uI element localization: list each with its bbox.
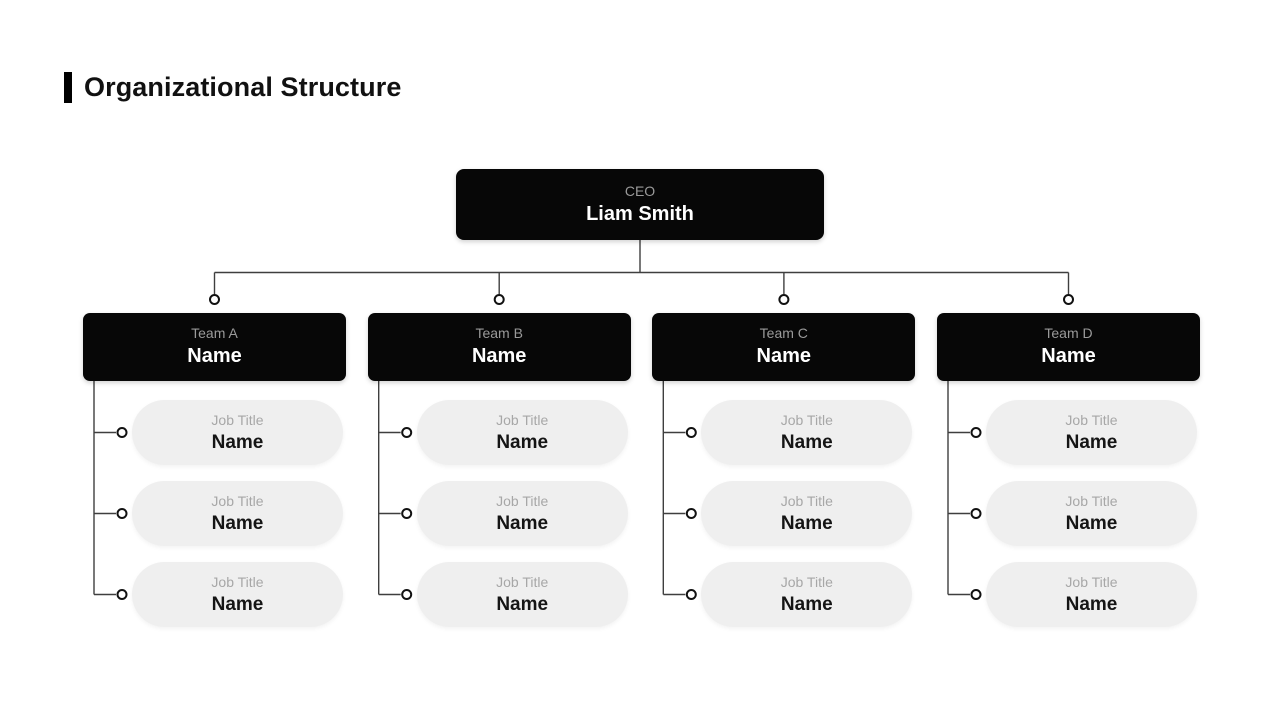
team-b-member-1: Job Title Name bbox=[416, 400, 628, 465]
member-name: Name bbox=[780, 512, 833, 534]
member-job-title: Job Title bbox=[780, 411, 833, 428]
team-c-member-2: Job Title Name bbox=[701, 481, 913, 546]
team-c-member-1: Job Title Name bbox=[701, 400, 913, 465]
team-d-name: Name bbox=[1041, 345, 1096, 367]
team-c-label: Team C bbox=[759, 325, 808, 341]
team-a-node: Team A Name bbox=[83, 313, 346, 381]
team-c-member-3: Job Title Name bbox=[701, 562, 913, 627]
team-b-label: Team B bbox=[475, 325, 523, 341]
team-d-member-3: Job Title Name bbox=[986, 562, 1197, 627]
member-name: Name bbox=[211, 593, 264, 615]
team-d-label: Team D bbox=[1044, 325, 1093, 341]
member-job-title: Job Title bbox=[780, 573, 833, 590]
page-title: Organizational Structure bbox=[84, 72, 402, 102]
member-name: Name bbox=[780, 431, 833, 453]
member-name: Name bbox=[1065, 431, 1118, 453]
member-name: Name bbox=[211, 512, 264, 534]
team-a-name: Name bbox=[187, 345, 242, 367]
team-d-member-1: Job Title Name bbox=[986, 400, 1197, 465]
member-job-title: Job Title bbox=[211, 411, 264, 428]
team-a-label: Team A bbox=[191, 325, 238, 341]
member-job-title: Job Title bbox=[496, 492, 549, 509]
member-job-title: Job Title bbox=[211, 492, 264, 509]
team-d-node: Team D Name bbox=[937, 313, 1200, 381]
team-b-member-3: Job Title Name bbox=[416, 562, 628, 627]
member-job-title: Job Title bbox=[1065, 411, 1118, 428]
team-a-member-1: Job Title Name bbox=[132, 400, 343, 465]
team-b-node: Team B Name bbox=[367, 313, 631, 381]
member-job-title: Job Title bbox=[211, 573, 264, 590]
member-name: Name bbox=[1065, 512, 1118, 534]
member-job-title: Job Title bbox=[1065, 573, 1118, 590]
member-name: Name bbox=[211, 431, 264, 453]
team-b-name: Name bbox=[471, 345, 527, 367]
member-job-title: Job Title bbox=[1065, 492, 1118, 509]
team-c-name: Name bbox=[756, 345, 812, 367]
member-name: Name bbox=[496, 593, 549, 615]
member-name: Name bbox=[496, 431, 549, 453]
ceo-node: CEO Liam Smith bbox=[456, 169, 824, 240]
team-b-member-2: Job Title Name bbox=[416, 481, 628, 546]
member-job-title: Job Title bbox=[496, 573, 549, 590]
team-a-member-3: Job Title Name bbox=[132, 562, 343, 627]
member-job-title: Job Title bbox=[780, 492, 833, 509]
member-name: Name bbox=[496, 512, 549, 534]
member-job-title: Job Title bbox=[496, 411, 549, 428]
ceo-name: Liam Smith bbox=[586, 202, 694, 225]
team-c-node: Team C Name bbox=[652, 313, 916, 381]
team-d-member-2: Job Title Name bbox=[986, 481, 1197, 546]
team-a-member-2: Job Title Name bbox=[132, 481, 343, 546]
ceo-role-label: CEO bbox=[624, 182, 656, 199]
title-accent-bar bbox=[64, 72, 72, 103]
member-name: Name bbox=[780, 593, 833, 615]
member-name: Name bbox=[1065, 593, 1118, 615]
